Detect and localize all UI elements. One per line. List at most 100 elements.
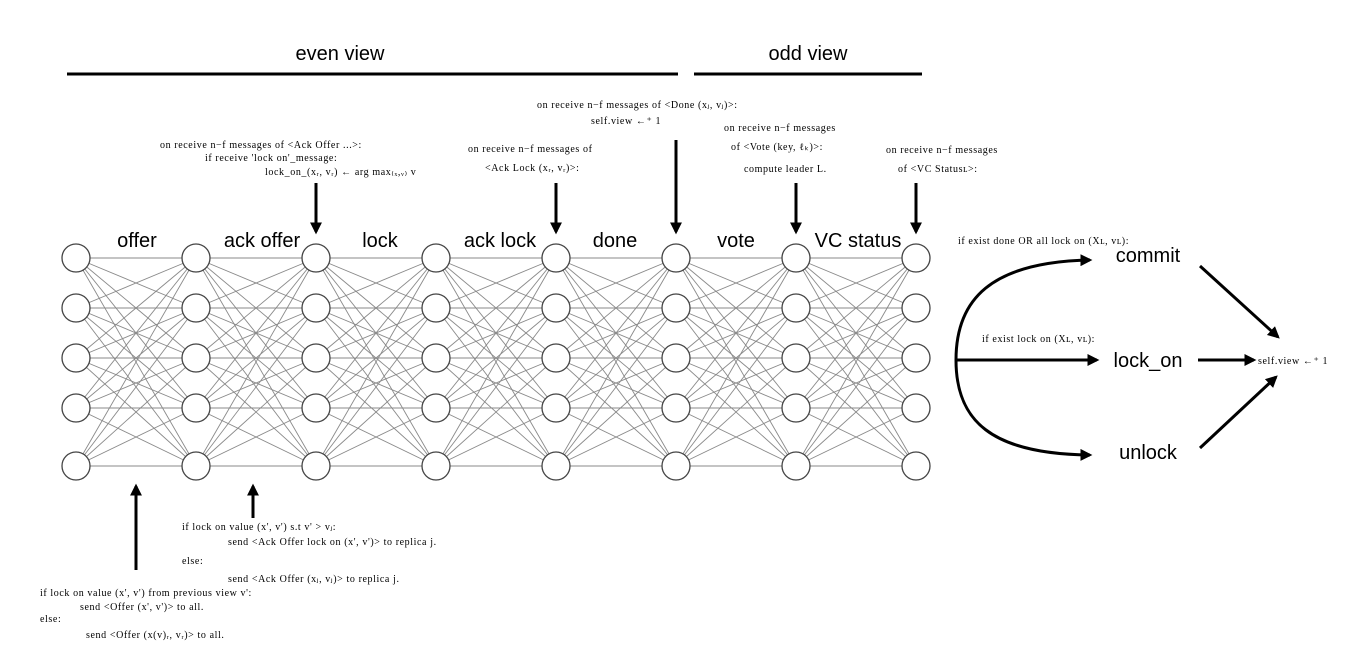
network-edge <box>435 407 557 467</box>
network-edge <box>195 307 317 467</box>
replica-node <box>301 451 331 481</box>
network-edge <box>195 257 317 309</box>
commit-condition: if exist done OR all lock on (Xʟ, vʟ): <box>958 236 1129 247</box>
network-edge <box>795 257 917 409</box>
annotation-lock-send-line: else: <box>182 556 203 567</box>
network-edge <box>435 307 557 467</box>
network-edge <box>795 357 917 467</box>
network-edge <box>555 357 677 409</box>
replica-node <box>181 393 211 423</box>
replica-node <box>901 293 931 323</box>
arrow-to-unlock <box>954 359 1093 461</box>
network-edge <box>675 307 797 467</box>
annotation-lock-send-line: send <Ack Offer lock on (x', v')> to rep… <box>228 537 437 548</box>
network-edge <box>675 407 797 467</box>
network-edge <box>75 257 197 409</box>
replica-node <box>61 451 91 481</box>
network-edge <box>195 257 317 467</box>
replica-node <box>421 451 451 481</box>
network-edge <box>75 307 197 409</box>
replica-node <box>661 343 691 373</box>
replica-node <box>541 243 571 273</box>
network-edge <box>555 257 677 309</box>
network-nodes <box>61 243 931 481</box>
network-edge <box>555 407 677 467</box>
annotation-lock-send-line: if lock on value (x', v') s.t v' > vⱼ: <box>182 522 336 533</box>
replica-node <box>181 293 211 323</box>
annotation-offer-send: if lock on value (x', v') from previous … <box>40 588 252 641</box>
annotation-ack-lock-line: on receive n−f messages of <box>468 144 593 155</box>
network-edge <box>435 257 557 409</box>
replica-node <box>781 451 811 481</box>
annotation-done-line: on receive n−f messages of <Done (xⱼ, vⱼ… <box>537 100 738 111</box>
network-edge <box>75 357 197 409</box>
network-edge <box>555 257 677 359</box>
network-edge <box>435 257 557 467</box>
annotation-ack-offer-line: on receive n−f messages of <Ack Offer ..… <box>160 140 362 151</box>
network-edge <box>795 357 917 409</box>
replica-node <box>541 393 571 423</box>
network-edge <box>555 257 677 409</box>
network-edge <box>315 257 437 467</box>
network-edge <box>555 357 677 467</box>
replica-node <box>541 343 571 373</box>
annotation-lock-send: if lock on value (x', v') s.t v' > vⱼ: s… <box>182 522 437 585</box>
arrow-unlock-to-result <box>1198 375 1278 450</box>
network-edge <box>675 257 797 409</box>
annotation-ack-lock-line: <Ack Lock (xᵣ, vᵣ)>: <box>485 163 580 174</box>
network-edge <box>195 257 317 359</box>
annotation-done: on receive n−f messages of <Done (xⱼ, vⱼ… <box>537 100 738 127</box>
unlock-label: unlock <box>1119 442 1178 464</box>
replica-node <box>661 451 691 481</box>
stage-label-ack-lock: ack lock <box>464 230 537 252</box>
replica-node <box>661 293 691 323</box>
network-edge <box>555 307 677 409</box>
commit-label: commit <box>1116 245 1181 267</box>
replica-node <box>541 293 571 323</box>
network-edge <box>795 257 917 359</box>
network-edge <box>315 407 437 467</box>
replica-node <box>421 393 451 423</box>
replica-node <box>781 293 811 323</box>
network-edge <box>675 257 797 359</box>
network-edge <box>795 257 917 467</box>
replica-node <box>781 393 811 423</box>
replica-node <box>61 393 91 423</box>
network-edge <box>435 307 557 409</box>
replica-node <box>421 243 451 273</box>
annotation-vote: on receive n−f messages of <Vote (key, ℓ… <box>724 123 835 175</box>
network-edge <box>555 307 677 467</box>
network-edge <box>435 257 557 309</box>
network-edge <box>315 257 437 359</box>
annotation-offer-send-line: else: <box>40 614 61 625</box>
odd-view-header: odd view <box>769 43 848 65</box>
annotation-vote-line: compute leader L. <box>744 164 827 175</box>
stage-label-ack-offer: ack offer <box>224 230 301 252</box>
replica-node <box>61 293 91 323</box>
network-edge <box>315 257 437 309</box>
network-edge <box>795 407 917 467</box>
annotation-vc-status-line: on receive n−f messages <box>886 145 998 156</box>
replica-node <box>901 393 931 423</box>
annotation-offer-send-line: if lock on value (x', v') from previous … <box>40 588 252 599</box>
stage-label-vc-status: VC status <box>815 230 902 252</box>
replica-node <box>61 343 91 373</box>
network-edge <box>315 357 437 409</box>
arrow-to-commit <box>954 254 1093 361</box>
network-edge <box>555 257 677 467</box>
replica-node <box>301 393 331 423</box>
network-edge <box>195 357 317 467</box>
network-edge <box>75 307 197 467</box>
replica-node <box>301 293 331 323</box>
network-edge <box>795 257 917 309</box>
network-edge <box>195 407 317 467</box>
replica-node <box>181 243 211 273</box>
network-edge <box>195 357 317 409</box>
replica-node <box>661 243 691 273</box>
stage-label-vote: vote <box>717 230 755 252</box>
network-edge <box>75 257 197 467</box>
network-edges <box>75 257 917 467</box>
annotation-done-line: self.view ←⁺ 1 <box>591 116 661 127</box>
network-edge <box>195 307 317 409</box>
